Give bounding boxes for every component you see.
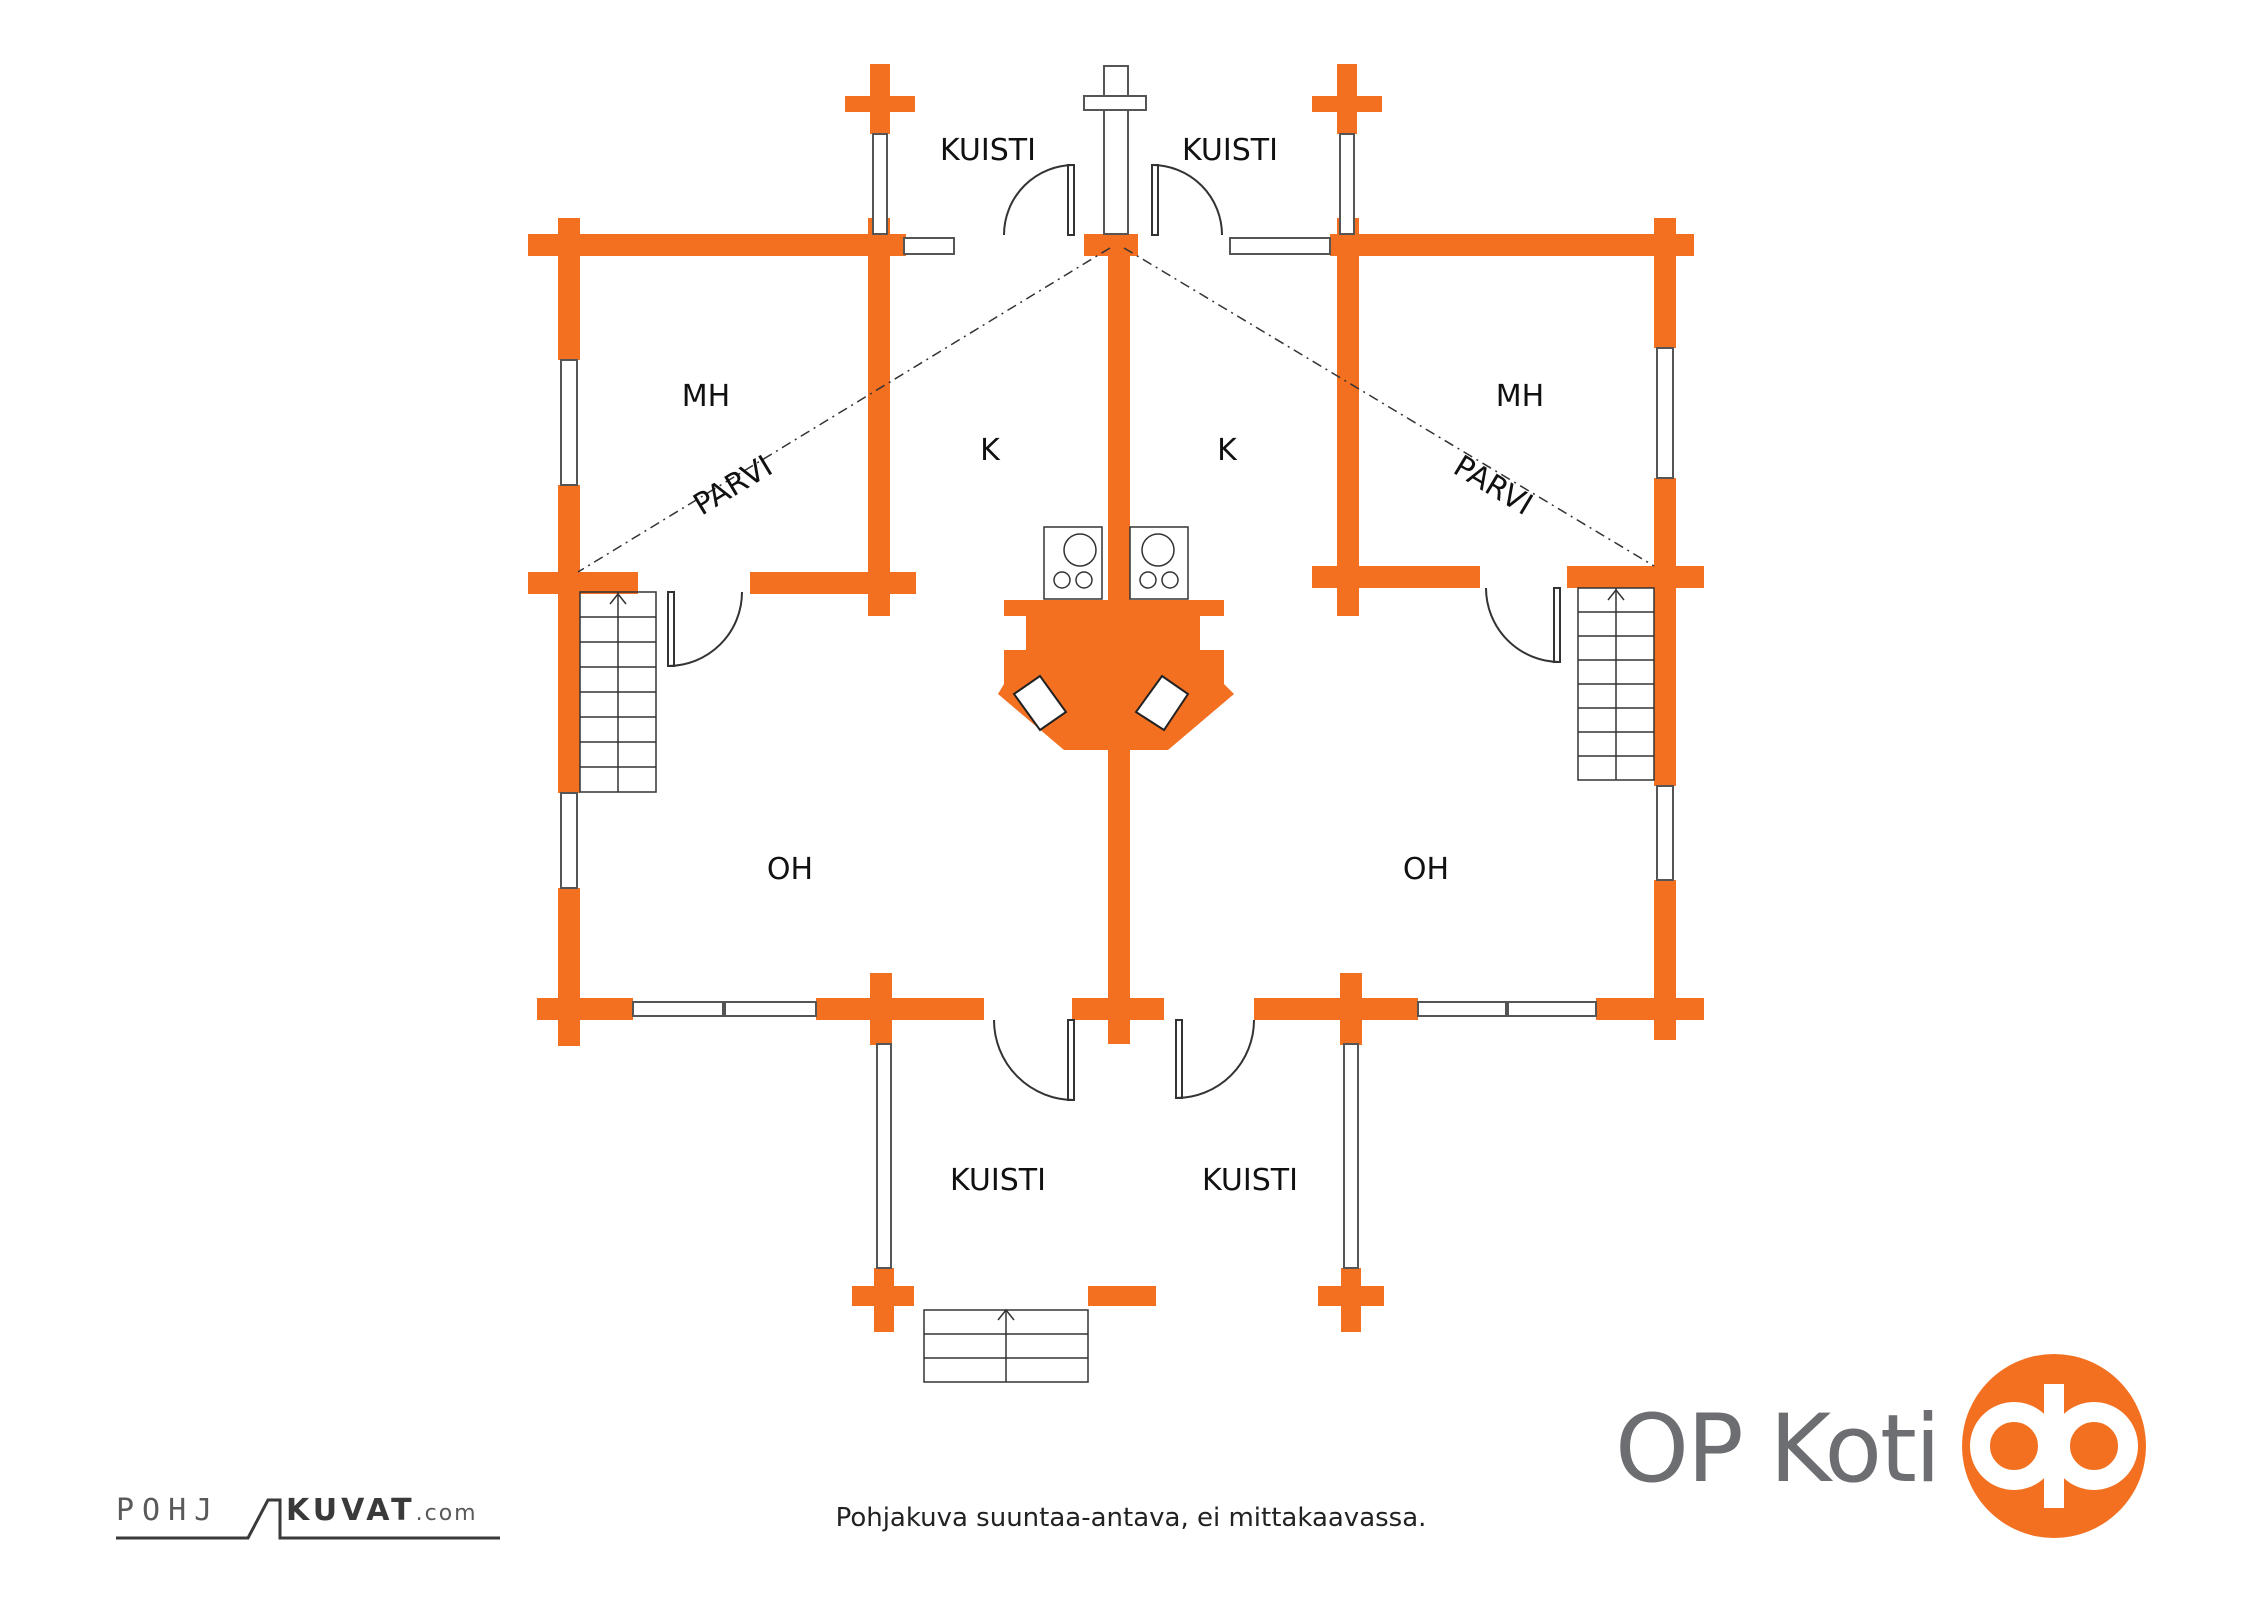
op-koti-brand: OP Koti [1615,1395,1941,1504]
windows [560,65,1674,1017]
pohjakuvat-logo-shape-icon [116,1498,500,1540]
room-label-bedroom-left: MH [682,379,730,414]
pohjakuvat-brand-right: KUVAT.com [286,1493,478,1528]
room-label-porch-bottom-left: KUISTI [950,1163,1046,1198]
doors [667,164,1561,1101]
pohjakuvat-brand-left: POHJ [116,1493,221,1528]
disclaimer-note: Pohjakuva suuntaa-antava, ei mittakaavas… [835,1503,1427,1533]
walls [528,64,1704,1332]
room-label-loft-right: PARVI [1447,449,1538,523]
stove-left [1043,526,1103,600]
room-label-bedroom-right: MH [1496,379,1544,414]
room-label-porch-top-left: KUISTI [940,133,1036,168]
pohjakuvat-brand-right-text: KUVAT [286,1493,416,1528]
stairs-left [579,591,657,793]
room-label-kitchen-right: K [1217,433,1238,468]
room-label-kitchen-left: K [980,433,1001,468]
room-label-porch-bottom-right: KUISTI [1202,1163,1298,1198]
pohjakuvat-domain: .com [415,1501,478,1526]
fireplace-openings [1012,674,1190,732]
stairs-right [1577,587,1655,781]
loft-outline [577,247,1655,573]
stove-right [1129,526,1189,600]
room-label-living-right: OH [1403,852,1449,887]
room-label-porch-top-right: KUISTI [1182,133,1278,168]
op-logo-icon [1962,1354,2146,1538]
porch-railings [876,1043,1359,1269]
room-label-living-left: OH [767,852,813,887]
entrance-steps [923,1308,1089,1383]
room-label-loft-left: PARVI [688,449,779,523]
